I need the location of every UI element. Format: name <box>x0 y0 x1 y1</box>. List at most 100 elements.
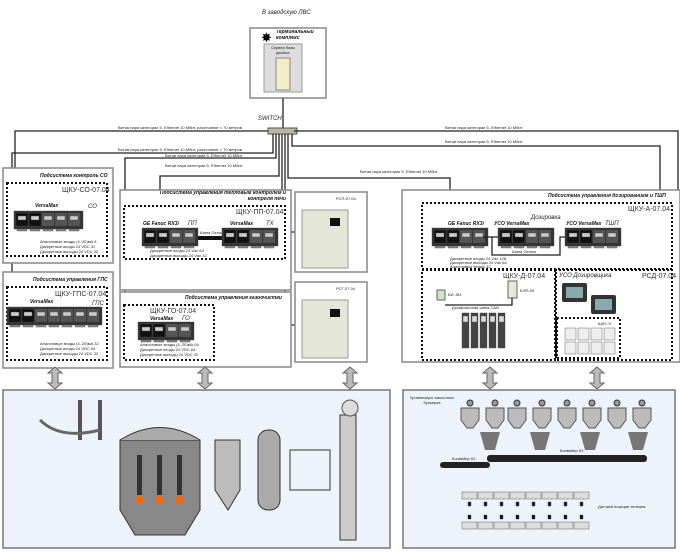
uso2-rack <box>564 227 622 249</box>
can-bus-label: Дозировочная шина CAN <box>452 305 499 310</box>
gps-tag: ГПС <box>92 301 105 307</box>
gps-io-2: Дискретные выходы 24 VDC 32 <box>40 351 99 356</box>
double-arrow-icon <box>46 366 64 390</box>
bunker-icon <box>485 407 505 429</box>
bep-label: БЭП-09 <box>520 288 535 293</box>
go-io-2: Дискретные выходы 24 VDC 32 <box>140 352 199 357</box>
cable-label-7: Витая пара категории 5, Ethernet 10 Мбит <box>445 139 523 144</box>
pp-io-1: Дискретные выходы 24 Vdc 32 <box>150 253 207 258</box>
go-plc-label: VersaMax <box>150 316 173 322</box>
bep-icon <box>507 280 518 299</box>
bunkers <box>460 399 652 450</box>
uso1-rack <box>497 227 555 249</box>
shku-d-label: ЩКУ-Д-07.04 <box>503 273 545 280</box>
position-sensors <box>461 491 590 530</box>
rsp-cabinet-icon <box>301 209 349 269</box>
cable-label-4: Витая пара категории 5, Ethernet 10 Мбит <box>165 163 243 168</box>
double-arrow-icon <box>481 366 499 390</box>
uso1-tag: Дозировка <box>530 215 561 221</box>
uso2-label: УСО VersaMax <box>566 221 602 227</box>
level-gauges-label: Уровнемеры емкостных бункеров <box>409 396 455 405</box>
terminal-label: Терминальный комплекс <box>276 30 314 41</box>
co-plc-rack <box>13 210 84 232</box>
cable-label-6: Витая пара категории 5, Ethernet 10 Мбит <box>445 125 523 130</box>
weigher-modules <box>461 312 506 349</box>
level-gauge-icon <box>613 399 621 407</box>
pp-versamax-rack <box>221 227 279 249</box>
gps-plc-rack <box>6 306 103 328</box>
weigh-hopper-icon <box>480 432 500 450</box>
star-icon: ✸ <box>261 30 272 45</box>
go-io-1: Дискретные входы 24 VDC 64 <box>140 347 196 352</box>
bi-m3-label: БИ -М3 <box>448 292 462 297</box>
weigh-hopper-icon <box>530 432 550 450</box>
dosing-title: Подсистема управления дозированием и ТШП <box>548 193 666 199</box>
shku-a-label: ЩКУ-А-07.04 <box>628 206 670 213</box>
pp-plc-rack <box>141 227 199 249</box>
weigh-hopper-icon <box>628 432 648 450</box>
bunker-icon <box>557 407 577 429</box>
relay-module <box>564 327 577 341</box>
carriage-position <box>541 491 558 500</box>
pp-io-0: Дискретные входы 24 Vdc 64 <box>150 248 205 253</box>
conveyor-k1 <box>487 455 647 462</box>
level-gauge-icon <box>513 399 521 407</box>
link-arrows <box>46 366 606 390</box>
bunker-icon <box>607 407 627 429</box>
go-title: Подсистема управления газоочистки <box>185 295 282 301</box>
weigher-module <box>479 312 488 349</box>
carriage-position <box>573 521 590 530</box>
dosing-bus-label: Шина Genius <box>512 249 536 254</box>
bi-m3-icon <box>436 289 446 301</box>
cable-label-2: Витая пара категории 5, Ethernet 10 Мбит… <box>118 147 242 152</box>
gps-title: Подсистема управления ГПС <box>33 277 108 283</box>
cable-label-5: Витая пара категории 5, Ethernet 10 Мбит <box>360 169 438 174</box>
level-gauge-icon <box>491 399 499 407</box>
carriage-position <box>461 521 478 530</box>
cable-label-1: Витая пара категории 5, Ethernet 10 Мбит… <box>118 125 242 130</box>
level-gauge-icon <box>638 399 646 407</box>
co-io-1: Дискретные входы 24 VDC 32 <box>40 244 96 249</box>
server-label: Сервер базы данных <box>270 46 296 55</box>
pp-tag: ПП <box>188 221 197 227</box>
carriage-position <box>525 521 542 530</box>
weigher-module <box>461 312 470 349</box>
pp-title: Подсистема управления тепловым контролем… <box>159 191 286 202</box>
conveyor-k1-label: Конвейер К1 <box>560 448 584 453</box>
uso2-tag: ТШП <box>605 221 619 227</box>
carriage-position <box>477 521 494 530</box>
weigher-module <box>488 312 497 349</box>
dosing-io-1: Дискретные выходы 24 Vdc 64 <box>450 260 507 265</box>
carriage-position <box>541 521 558 530</box>
pp-plc-label: GE Fanuc RX3i <box>143 221 179 227</box>
carriage-position <box>493 491 510 500</box>
dosing-io-0: Дискретные входы 24 Vdc 128 <box>450 256 507 261</box>
rsd-label: РСД-07.04 <box>642 273 676 280</box>
shku-e-cabinet <box>556 317 621 359</box>
go-io-0: Аналоговые входы (4..20)мА 04 <box>140 342 199 347</box>
level-gauge-icon <box>466 399 474 407</box>
shku-e-label: ЩКУ-Э <box>598 321 611 326</box>
relay-module <box>577 327 590 341</box>
relay-module <box>603 341 616 355</box>
bunker-icon <box>632 407 652 429</box>
weigh-hopper-icon <box>580 432 600 450</box>
dosing-plc-label: GE Fanuc RX3i <box>448 221 484 227</box>
gps-plc-label: VersaMax <box>30 299 53 305</box>
pp-cabinet-label: ЩКУ-ПП-07.04 <box>236 209 284 216</box>
double-arrow-icon <box>341 366 359 390</box>
carriage-position <box>509 491 526 500</box>
switch-icon <box>267 127 298 135</box>
conveyor-k2-label: Конвейер К2 <box>452 456 476 461</box>
weigher-module <box>470 312 479 349</box>
relay-module <box>564 341 577 355</box>
relay-modules <box>564 327 616 355</box>
sensors-label: Датчики позиции тележек <box>598 504 646 509</box>
dosing-plc-rack <box>431 227 489 249</box>
carriage-position <box>461 491 478 500</box>
go-cabinet-label: ЩКУ-ГО-07.04 <box>150 308 196 315</box>
bunker-icon <box>582 407 602 429</box>
cable-label-3: Витая пара категории 5, Ethernet 10 Мбит <box>165 153 243 158</box>
go-tag: ГО <box>182 316 190 322</box>
